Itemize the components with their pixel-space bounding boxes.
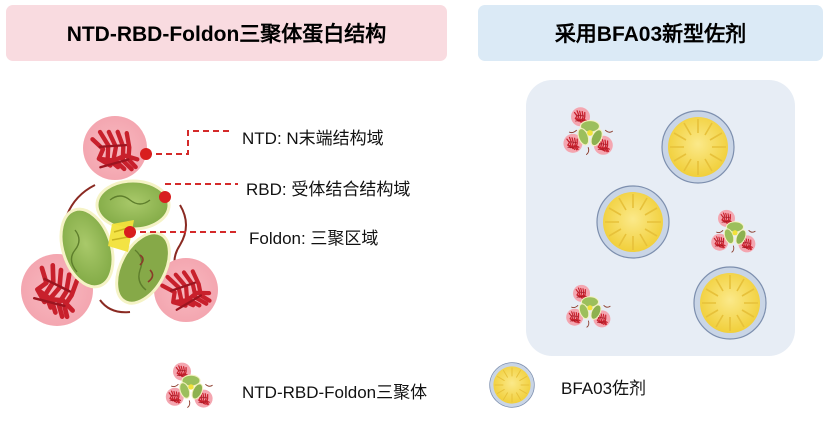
adjuvant-particle — [693, 266, 767, 340]
ntd-label: NTD: N末端结构域 — [242, 129, 384, 148]
header-trimer-structure: NTD-RBD-Foldon三聚体蛋白结构 — [6, 5, 447, 61]
foldon-label: Foldon: 三聚区域 — [249, 229, 379, 248]
trimer-particle — [711, 210, 755, 253]
foldon-marker-dot — [124, 226, 136, 238]
leader-lines — [130, 130, 238, 233]
legend-trimer-label: NTD-RBD-Foldon三聚体 — [242, 383, 428, 402]
rbd-marker-dot — [159, 191, 171, 203]
header-adjuvant-title: 采用BFA03新型佐剂 — [554, 23, 747, 46]
trimer-particle — [563, 107, 612, 155]
trimer-particle — [566, 285, 610, 328]
ntd-marker-dot — [140, 148, 152, 160]
adjuvant-particle — [661, 110, 735, 184]
trimer-structure-illustration — [21, 116, 218, 326]
rbd-label: RBD: 受体结合结构域 — [246, 180, 411, 199]
legend-adjuvant-label: BFA03佐剂 — [561, 379, 647, 398]
legend-adjuvant-icon — [489, 362, 535, 408]
legend-trimer-icon — [166, 363, 213, 408]
adjuvant-particle — [596, 185, 670, 259]
rbd-domain-right — [115, 231, 171, 305]
header-adjuvant: 采用BFA03新型佐剂 — [478, 5, 823, 61]
header-trimer-title: NTD-RBD-Foldon三聚体蛋白结构 — [66, 23, 387, 46]
